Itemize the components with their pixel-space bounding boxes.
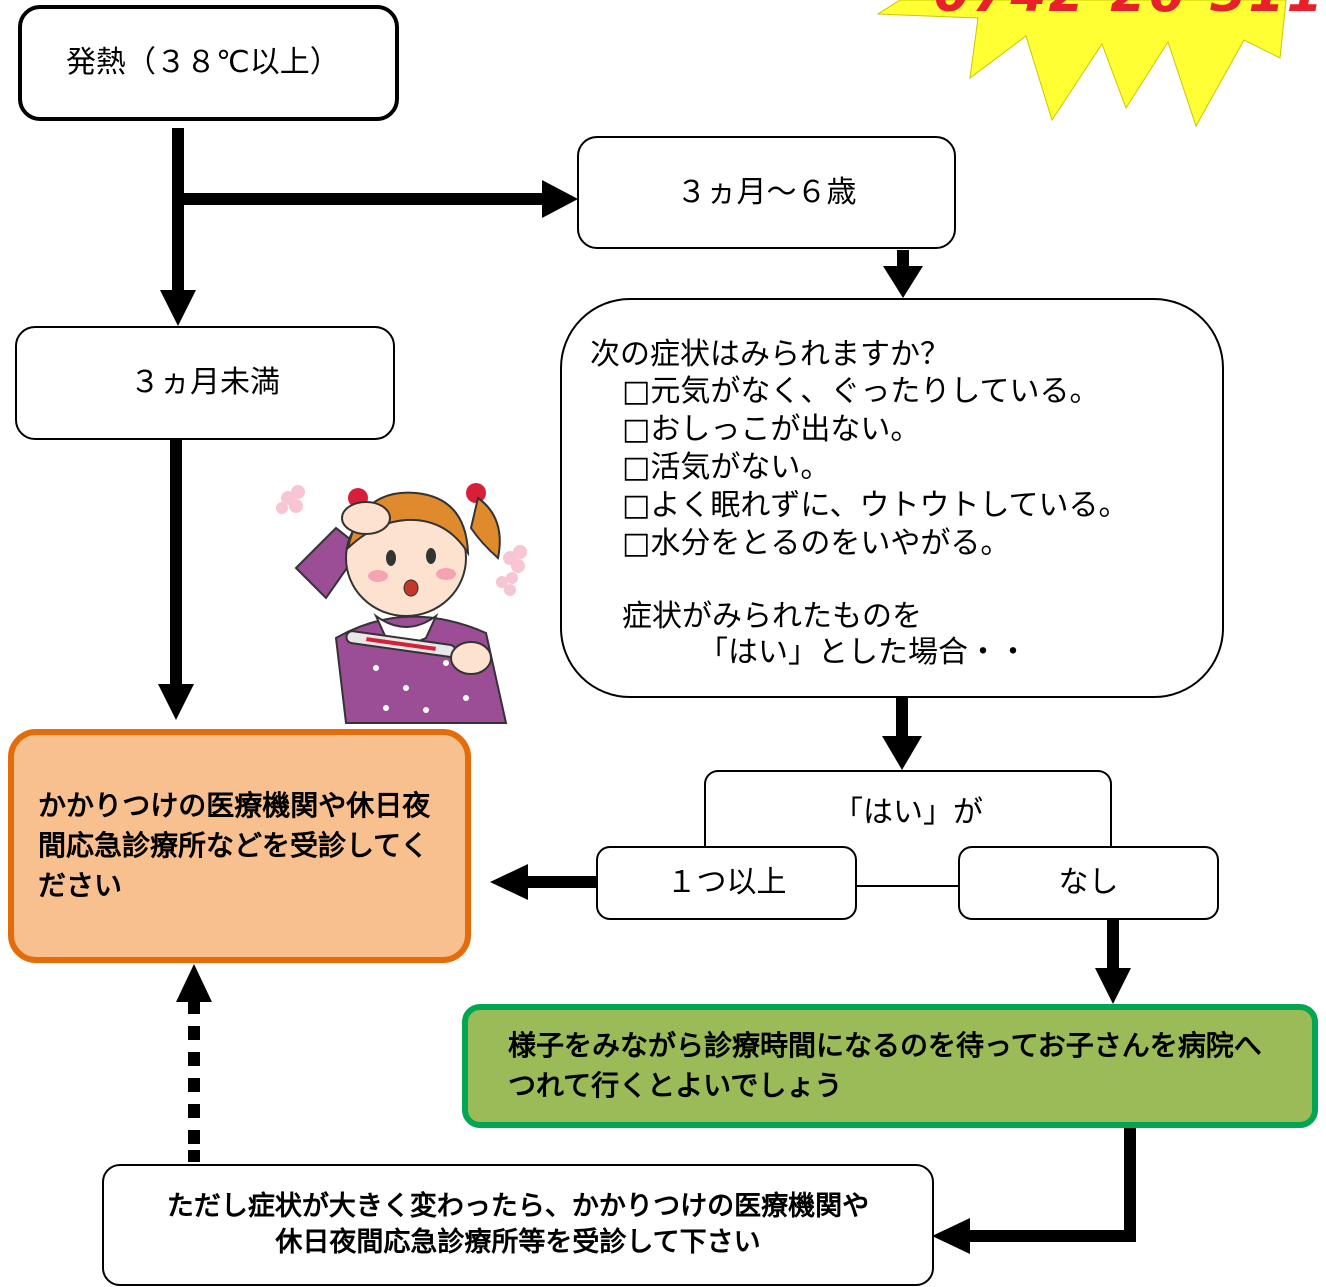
- connector-dotted-3: [188, 1052, 200, 1066]
- checklist-question: 次の症状はみられますか？: [590, 337, 950, 372]
- connector-wait-left: [970, 1230, 1136, 1242]
- connector-yes-left: [528, 876, 596, 888]
- age-older-node: ３ヵ月～６歳: [577, 136, 956, 249]
- outcome-visit-label: かかりつけの医療機関や休日夜間応急診療所などを受診してください: [38, 789, 431, 902]
- connector-dotted-1: [188, 1000, 200, 1014]
- connector-dotted-4: [188, 1078, 200, 1092]
- outcome-wait-label: 様子をみながら診療時間になるのを待ってお子さんを病院へつれて行くとよいでしょう: [508, 1029, 1262, 1102]
- answer-none-node: なし: [958, 846, 1219, 920]
- outcome-visit-node: かかりつけの医療機関や休日夜間応急診療所などを受診してください: [8, 729, 471, 963]
- outcome-caution-label: 休日夜間応急診療所等を受診して下さい: [275, 1227, 761, 1258]
- age-infant-node: ３ヵ月未満: [15, 326, 395, 440]
- starburst-shape: [876, 0, 1287, 128]
- connector-dotted-5: [188, 1104, 200, 1118]
- arrowhead-to-wait: [1095, 968, 1131, 1004]
- child-hand: [341, 501, 391, 535]
- checklist-note: 症状がみられたものを: [622, 599, 922, 634]
- start-label: 発熱（３８℃以上）: [66, 45, 340, 81]
- checklist-note: 「はい」とした場合・・: [698, 635, 1028, 670]
- connector-dotted-7: [188, 1150, 200, 1162]
- hair-tie: [466, 483, 486, 503]
- flower-icon: [503, 545, 527, 573]
- connector-branch-right: [178, 193, 542, 205]
- connector-older-down: [897, 250, 909, 270]
- symptom-checklist: 次の症状はみられますか？ □元気がなく、ぐったりしている。 □おしっこが出ない。…: [560, 298, 1224, 698]
- connector-wait-down: [1124, 1128, 1136, 1242]
- outcome-wait-node: 様子をみながら診療時間になるのを待ってお子さんを病院へつれて行くとよいでしょう: [462, 1004, 1318, 1128]
- checklist-item: □よく眠れずに、ウトウトしている。: [622, 488, 1129, 523]
- arrowhead-to-infant: [160, 290, 196, 326]
- arrowhead-to-answers: [882, 736, 922, 770]
- phone-number[interactable]: 0742-26-3119: [934, 0, 1326, 24]
- arrowhead-to-visit: [158, 684, 194, 720]
- arrowhead-to-checklist: [883, 266, 923, 298]
- flower-icon: [276, 485, 305, 514]
- outcome-caution-label: ただし症状が大きく変わったら、かかりつけの医療機関や: [166, 1191, 870, 1222]
- answer-none-label: なし: [1058, 865, 1119, 901]
- connector-none-down: [1107, 920, 1119, 970]
- answer-yes-node: １つ以上: [596, 846, 857, 920]
- start-node: 発熱（３８℃以上）: [18, 5, 399, 121]
- connector-checklist-down: [896, 698, 908, 738]
- connector-dotted-6: [188, 1130, 200, 1144]
- arrowhead-to-caution: [932, 1218, 970, 1254]
- age-older-label: ３ヵ月～６歳: [676, 174, 857, 210]
- answer-yes-label: １つ以上: [666, 865, 787, 901]
- connector-dotted-2: [188, 1026, 200, 1040]
- arrowhead-to-visit-dotted: [176, 964, 212, 1002]
- outcome-caution-node: ただし症状が大きく変わったら、かかりつけの医療機関や 休日夜間応急診療所等を受診…: [102, 1164, 934, 1286]
- checklist-item: □水分をとるのをいやがる。: [622, 526, 1011, 561]
- child-hand: [450, 641, 492, 675]
- connector-infant-down: [170, 440, 182, 684]
- starburst-badge: [876, 0, 1287, 128]
- connector-start-down: [172, 128, 184, 290]
- answer-header-label: 「はい」が: [833, 795, 983, 830]
- checklist-item: □活気がない。: [622, 450, 831, 485]
- age-infant-label: ３ヵ月未満: [130, 365, 280, 401]
- checklist-item: □おしっこが出ない。: [622, 412, 921, 447]
- feverish-child-illustration: [276, 483, 527, 724]
- arrowhead-to-older: [542, 180, 578, 218]
- flower-icon: [496, 572, 518, 596]
- checklist-item: □元気がなく、ぐったりしている。: [622, 374, 1100, 409]
- arrowhead-yes-to-visit: [490, 864, 528, 900]
- answer-header-node: 「はい」が: [704, 770, 1112, 850]
